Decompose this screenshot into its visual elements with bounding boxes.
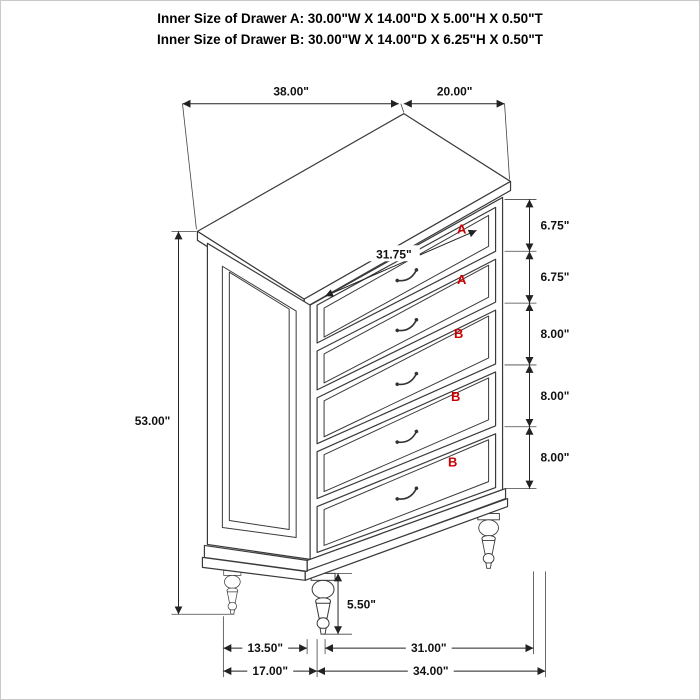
drawer-3-bevel — [323, 315, 490, 438]
drawer-4-handle-icon — [395, 429, 419, 444]
side-panel-inset-outer — [221, 265, 297, 538]
dim-drawer-2-height-label: 6.75" — [540, 270, 569, 284]
drawer-3-front — [316, 309, 497, 445]
label-background — [367, 245, 420, 262]
drawer-3-label: B — [454, 326, 463, 341]
dim-leg-height: 5.50" — [324, 572, 376, 635]
dim-floor-width-inner-label: 31.00" — [411, 641, 447, 655]
dim-drawer-4-height-label: 8.00" — [540, 389, 569, 403]
title-line-2: Inner Size of Drawer B: 30.00"W X 14.00"… — [157, 32, 544, 47]
dim-drawer-5-height-label: 8.00" — [540, 451, 569, 465]
label-background — [242, 641, 289, 656]
side-panel-inset-inner — [228, 271, 290, 530]
chest-leg-front-left — [310, 572, 336, 635]
dim-drawer-1-height-label: 6.75" — [540, 218, 569, 232]
dim-top-depth: 20.00" — [403, 85, 510, 180]
chest-leg-back-left — [223, 570, 242, 615]
dim-drawer-front-width-label: 31.75" — [376, 247, 412, 261]
chest-leg-front-right — [477, 513, 500, 569]
chest-drawing: A A B B — [196, 113, 512, 635]
drawer-4-bevel — [323, 377, 490, 493]
drawer-4-label: B — [451, 389, 460, 404]
label-background — [407, 664, 454, 679]
dim-drawer-heights: 6.75" 6.75" 8.00" 8.00" 8.00" — [504, 199, 569, 490]
dim-top-width: 38.00" — [182, 85, 405, 230]
drawer-4: B — [316, 371, 497, 500]
base-molding-side-upper — [203, 544, 308, 572]
drawer-1-label: A — [457, 221, 467, 236]
drawer-5-label: B — [448, 455, 457, 470]
drawer-2-label: A — [457, 272, 467, 287]
label-background — [247, 664, 294, 679]
extension-line — [504, 103, 510, 180]
extension-line — [400, 103, 405, 113]
dim-floor-depth-outer-label: 17.00" — [252, 664, 288, 678]
dim-drawer-front-width: 31.75" — [324, 229, 477, 297]
drawer-5-handle-icon — [395, 486, 419, 501]
dimension-line — [324, 229, 477, 297]
dim-drawer-3-height-label: 8.00" — [540, 327, 569, 341]
drawer-5-bevel — [323, 439, 490, 546]
drawer-4-front — [316, 371, 497, 500]
dim-floor: 13.50" 31.00" 17.00" 34.00" — [222, 571, 546, 679]
dim-leg-height-label: 5.50" — [347, 597, 376, 611]
drawer-2-handle-icon — [395, 317, 419, 333]
drawer-5: B — [316, 433, 497, 554]
label-background — [405, 641, 452, 656]
dim-top-width-label: 38.00" — [273, 85, 309, 99]
dim-overall-height: 53.00" — [135, 230, 235, 615]
dim-overall-height-label: 53.00" — [135, 414, 171, 428]
drawer-3-handle-icon — [395, 371, 419, 387]
dim-floor-width-outer-label: 34.00" — [413, 664, 449, 678]
title-line-1: Inner Size of Drawer A: 30.00"W X 14.00"… — [157, 11, 543, 26]
extension-line — [182, 103, 197, 230]
base-molding-side-lower — [201, 556, 306, 581]
dim-top-depth-label: 20.00" — [437, 85, 473, 99]
dim-floor-depth-inner-label: 13.50" — [247, 641, 283, 655]
drawer-5-front — [316, 433, 497, 554]
drawer-3: B — [316, 309, 497, 445]
